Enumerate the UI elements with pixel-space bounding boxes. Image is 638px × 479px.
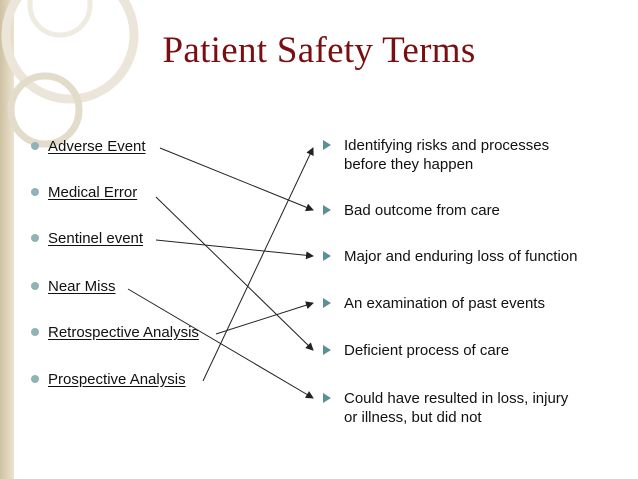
term-medical-error: Medical Error: [31, 184, 137, 202]
slide-title: Patient Safety Terms: [162, 30, 476, 71]
term-label: Sentinel event: [48, 230, 144, 247]
arrowhead-bullet-icon: [323, 298, 331, 308]
term-label: Adverse Event: [48, 138, 146, 155]
term-label: Prospective Analysis: [48, 371, 186, 388]
arrowhead-bullet-icon: [323, 205, 331, 215]
bullet-icon: [31, 282, 39, 290]
term-adverse-event: Adverse Event: [31, 138, 146, 156]
bullet-icon: [31, 375, 39, 383]
term-label: Medical Error: [48, 184, 138, 201]
term-sentinel-event: Sentinel event: [31, 230, 143, 248]
definition-deficient-process: Deficient process of care: [323, 341, 509, 360]
definition-past-events: An examination of past events: [323, 294, 545, 313]
definition-near-miss: Could have resulted in loss, injury or i…: [323, 389, 568, 427]
term-label: Near Miss: [48, 278, 116, 295]
definition-identifying-risks: Identifying risks and processes before t…: [323, 136, 549, 174]
term-prospective-analysis: Prospective Analysis: [31, 371, 186, 389]
arrowhead-bullet-icon: [323, 140, 331, 150]
definition-label: Major and enduring loss of function: [344, 248, 578, 265]
definition-label: Deficient process of care: [344, 342, 510, 359]
arrowhead-bullet-icon: [323, 393, 331, 403]
definition-label: Bad outcome from care: [344, 202, 500, 219]
term-label: Retrospective Analysis: [48, 324, 199, 341]
bullet-icon: [31, 328, 39, 336]
arrowhead-bullet-icon: [323, 251, 331, 261]
connector-sentinel-event: [155, 239, 314, 260]
connector-medical-error: [155, 196, 314, 351]
bullet-icon: [31, 142, 39, 150]
connector-retrospective-analysis: [215, 301, 314, 335]
definition-label: Identifying risks and processes before t…: [344, 137, 550, 173]
definition-loss-of-function: Major and enduring loss of function: [323, 247, 577, 266]
bullet-icon: [31, 234, 39, 242]
arrowhead-bullet-icon: [323, 345, 331, 355]
decorative-rings: [1, 0, 139, 148]
definition-label: An examination of past events: [344, 295, 545, 312]
definition-bad-outcome: Bad outcome from care: [323, 201, 500, 220]
definition-label: Could have resulted in loss, injury or i…: [344, 390, 569, 426]
connector-prospective-analysis: [202, 147, 314, 382]
term-near-miss: Near Miss: [31, 278, 116, 296]
term-retrospective-analysis: Retrospective Analysis: [31, 324, 199, 342]
connector-adverse-event: [159, 147, 314, 212]
bullet-icon: [31, 188, 39, 196]
